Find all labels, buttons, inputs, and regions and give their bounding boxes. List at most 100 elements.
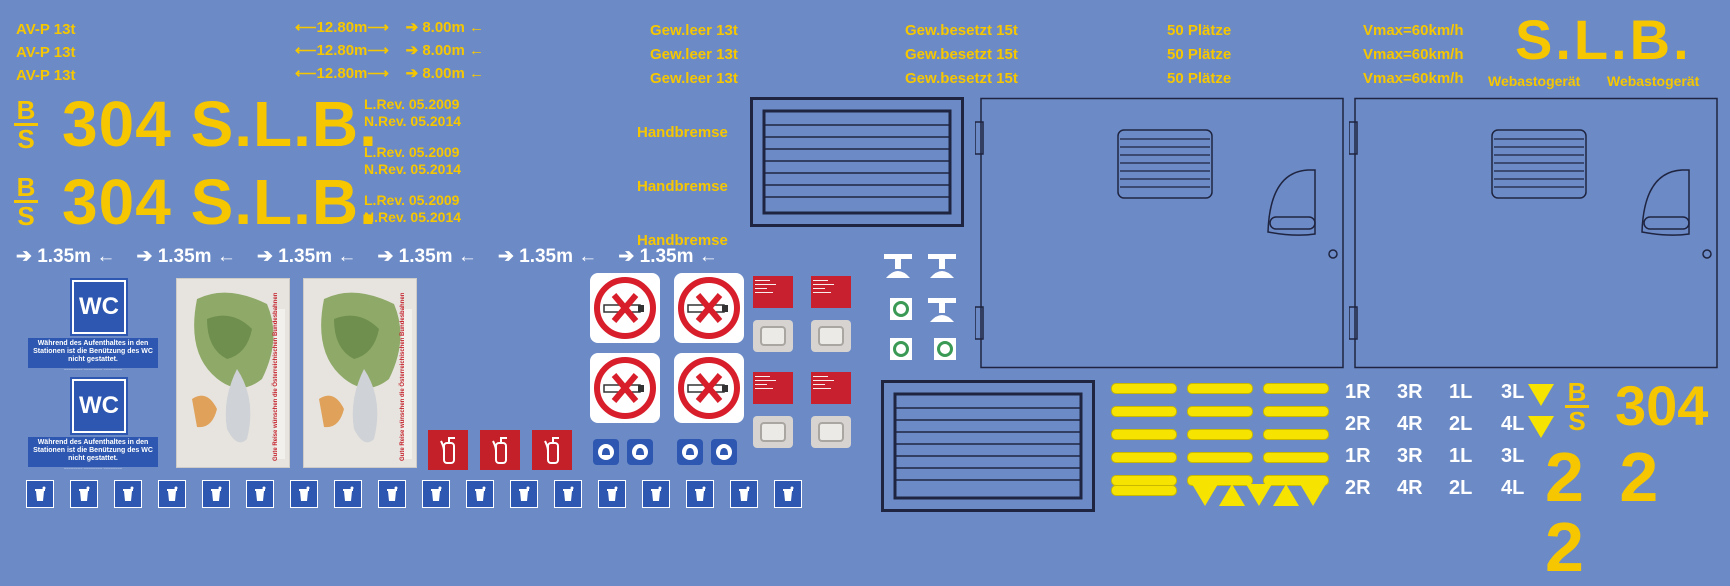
wc-sign: WC: [72, 280, 126, 334]
no-smoking-sign: [674, 273, 744, 343]
empty-weight-line: Gew.leer 13t: [650, 22, 738, 39]
wc-notice-fineprint: ~~~~~~~~ ~~~~~~~~ ~~~~~~~~: [63, 466, 123, 471]
alarm-bell-sign: [711, 439, 737, 465]
litter-sign: [158, 480, 186, 508]
handbrake-label: Handbremse: [637, 232, 728, 249]
wc-notice: Während des Aufenthaltes in den Statione…: [28, 437, 158, 471]
arrow-left-icon: ←: [469, 65, 485, 82]
yellow-marker: [1111, 452, 1177, 463]
no-smoking-icon: [678, 277, 740, 339]
yellow-marker: [1187, 383, 1253, 394]
emergency-instruction-card: ▬▬▬▬▬▬▬▬▬▬▬▬▬▬▬▬▬▬▬▬▬▬: [753, 372, 793, 404]
austria-map-poster: Gute Reise wünschen die Österreichischen…: [176, 278, 290, 468]
litter-sign: [334, 480, 362, 508]
av-weight-line: AV-P 13t: [16, 67, 76, 84]
trash-icon: [211, 486, 222, 501]
brake-valve-icon: [928, 254, 956, 278]
seats-line: 50 Plätze: [1167, 46, 1232, 63]
av-weight-line: AV-P 13t: [16, 44, 76, 61]
empty-weight-line: Gew.leer 13t: [650, 46, 738, 63]
vent-grille: [750, 97, 964, 227]
trash-icon: [739, 486, 750, 501]
length-line: ⟵12.80m⟶ ➔ 8.00m ←: [295, 19, 485, 36]
emergency-button-plate: [811, 320, 851, 352]
fire-extinguisher-sign: [532, 430, 572, 470]
length-list: ⟵12.80m⟶ ➔ 8.00m ← ⟵12.80m⟶ ➔ 8.00m ← ⟵1…: [295, 16, 484, 85]
litter-sign-row: [26, 480, 802, 508]
emergency-button-plate: [753, 416, 793, 448]
arrow-right-icon: ➔: [618, 246, 635, 267]
trash-icon: [299, 486, 310, 501]
length-line: ⟵12.80m⟶ ➔ 8.00m ←: [295, 65, 485, 82]
arrow-right-icon: ⟶: [367, 19, 389, 36]
bell-icon: [716, 444, 732, 460]
arrow-right-icon: ➔: [377, 246, 394, 267]
no-smoking-sign: [590, 353, 660, 423]
car-number: 304 S.L.B.: [62, 88, 378, 160]
vmax-line: Vmax=60km/h: [1363, 70, 1464, 87]
map-caption: Gute Reise wünschen die Österreichischen…: [273, 292, 279, 461]
green-ring-marker: [890, 338, 912, 360]
spacing-item: ➔ 1.35m ←: [377, 246, 477, 267]
fire-extinguisher-icon: [492, 437, 507, 464]
arrow-right-icon: ➔: [405, 42, 419, 59]
empty-weight-line: Gew.leer 13t: [650, 70, 738, 87]
vmax-line: Vmax=60km/h: [1363, 22, 1464, 39]
triangle-row: [1192, 484, 1326, 506]
full-weight-line: Gew.besetzt 15t: [905, 70, 1018, 87]
emergency-button-plate: [753, 320, 793, 352]
arrow-left-icon: ⟵: [295, 65, 317, 82]
arrow-left-icon: ←: [469, 42, 485, 59]
yellow-marker: [1111, 429, 1177, 440]
door-panel: [975, 97, 1344, 369]
bell-icon: [598, 444, 614, 460]
green-ring-marker: [934, 338, 956, 360]
trash-icon: [79, 486, 90, 501]
yellow-marker: [1187, 429, 1253, 440]
car-number: 304 S.L.B.: [62, 166, 378, 238]
trash-icon: [563, 486, 574, 501]
triangle-down-icon: [1300, 484, 1326, 506]
litter-sign: [114, 480, 142, 508]
arrow-left-icon: ←: [457, 246, 477, 267]
litter-sign: [554, 480, 582, 508]
trash-icon: [387, 486, 398, 501]
no-smoking-icon: [594, 357, 656, 419]
arrow-left-icon: ⟵: [295, 42, 317, 59]
yellow-marker: [1263, 383, 1329, 394]
wc-notice: Während des Aufenthaltes in den Statione…: [28, 338, 158, 372]
wc-notice-fineprint: ~~~~~~~~ ~~~~~~~~ ~~~~~~~~: [63, 367, 123, 372]
arrow-right-icon: ➔: [405, 65, 419, 82]
arrow-left-icon: ←: [96, 246, 116, 267]
handbrake-label: Handbremse: [637, 178, 728, 195]
emergency-button-plate: [811, 416, 851, 448]
handbrake-list: Handbremse Handbremse Handbremse: [637, 106, 728, 268]
full-weight-line: Gew.besetzt 15t: [905, 22, 1018, 39]
litter-sign: [730, 480, 758, 508]
arrow-right-icon: ➔: [136, 246, 153, 267]
trash-icon: [255, 486, 266, 501]
arrow-right-icon: ⟶: [367, 65, 389, 82]
fire-extinguisher-sign: [428, 430, 468, 470]
yellow-marker: [1263, 452, 1329, 463]
trash-icon: [343, 486, 354, 501]
litter-sign: [510, 480, 538, 508]
av-weight-line: AV-P 13t: [16, 21, 76, 38]
brake-valve-icon: [884, 254, 912, 278]
spacing-row: ➔ 1.35m ← ➔ 1.35m ← ➔ 1.35m ← ➔ 1.35m ← …: [16, 246, 718, 268]
triangle-down-icon: [1192, 484, 1218, 506]
litter-sign: [290, 480, 318, 508]
litter-sign: [70, 480, 98, 508]
door-panel: [1349, 97, 1718, 369]
austria-map-image: [177, 279, 289, 467]
spacing-item: ➔ 1.35m ←: [136, 246, 236, 267]
yellow-marker: [1187, 406, 1253, 417]
brake-valve-icon: [928, 298, 956, 322]
austria-map-image: [304, 279, 416, 467]
emergency-instruction-card: ▬▬▬▬▬▬▬▬▬▬▬▬▬▬▬▬▬▬▬▬▬▬: [753, 276, 793, 308]
yellow-marker: [1263, 406, 1329, 417]
spacing-item: ➔ 1.35m ←: [256, 246, 357, 267]
wc-sign: WC: [72, 379, 126, 433]
